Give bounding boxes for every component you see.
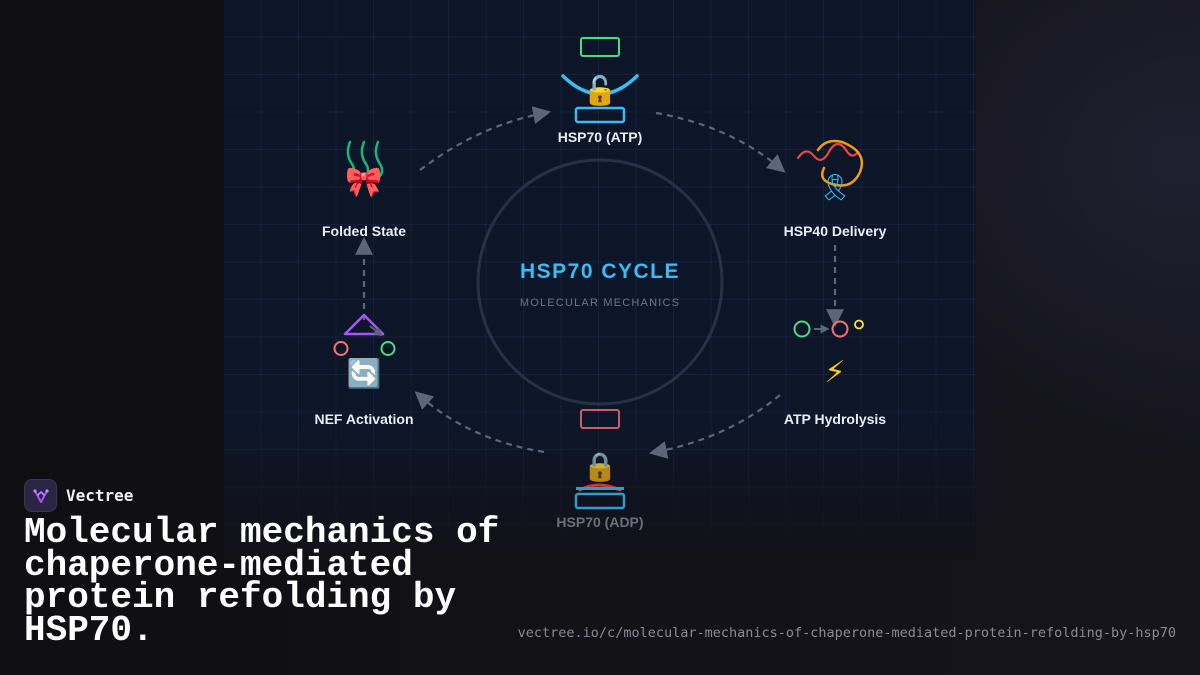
arrow-hsp70adp-to-nef [414, 391, 545, 454]
open-lock-icon: 🔓 [583, 74, 618, 107]
center-title: HSP70 CYCLE [520, 260, 680, 283]
nef-triangle-shape [343, 313, 385, 336]
ribbon-icon: 🎗 [818, 173, 851, 203]
arrow-hsp70atp-to-hsp40 [655, 111, 786, 173]
nef-exchange-arrow [369, 325, 383, 337]
node-label-hsp70-atp: HSP70 (ATP) [558, 129, 643, 145]
node-label-hsp70-adp: HSP70 (ADP) [556, 514, 643, 530]
released-adp-circle [333, 341, 349, 356]
node-label-nef-activation: NEF Activation [314, 411, 413, 427]
node-label-hsp40-delivery: HSP40 Delivery [784, 223, 887, 239]
node-hsp70-adp: 🔒 HSP70 (ADP) [556, 409, 644, 530]
node-nef-activation: 🔄 NEF Activation [314, 313, 414, 427]
adp-molecule-circle [831, 320, 849, 338]
lid-domain-shape [580, 37, 620, 57]
center-subtitle: MOLECULAR MECHANICS [520, 297, 680, 309]
adp-nucleotide-domain-shape [574, 492, 626, 510]
open-clamp-shape [561, 74, 639, 96]
phosphate-circle [854, 319, 864, 330]
folded-strand-right [374, 140, 384, 180]
hsp40-chain-orange [816, 139, 864, 187]
lightning-icon: ⚡ [824, 355, 845, 390]
center-ring [476, 158, 724, 406]
refresh-icon: 🔄 [347, 357, 382, 390]
closed-lid-shape [580, 409, 620, 429]
closed-lock-icon: 🔒 [583, 450, 618, 483]
brand: Vectree [24, 479, 133, 512]
cycle-arrows [355, 106, 844, 459]
unfolded-chain-red [796, 142, 860, 161]
nucleotide-domain-shape [574, 106, 626, 124]
node-hsp40-delivery: 🎗 HSP40 Delivery [784, 139, 887, 239]
node-hsp70-atp: 🔓 HSP70 (ATP) [558, 37, 643, 145]
folded-strand-middle [360, 140, 370, 180]
bow-icon: 🎀 [345, 165, 382, 200]
node-label-atp-hydrolysis: ATP Hydrolysis [784, 411, 886, 427]
source-url: vectree.io/c/molecular-mechanics-of-chap… [517, 625, 1176, 641]
arrow-folded-to-hsp70atp [419, 106, 552, 171]
brand-name: Vectree [66, 486, 134, 505]
node-folded-state: 🎀 Folded State [322, 140, 406, 239]
arrow-hydrolysis-to-hsp70adp [648, 394, 781, 459]
headline: Molecular mechanics of chaperone-mediate… [24, 512, 500, 651]
node-atp-hydrolysis: ⚡ ATP Hydrolysis [784, 319, 886, 427]
vectree-logo-icon [24, 479, 57, 512]
incoming-atp-circle [380, 341, 396, 356]
atp-molecule-circle [793, 320, 811, 338]
closed-clamp-bar [576, 487, 624, 490]
node-label-folded-state: Folded State [322, 223, 406, 239]
folded-strand-left [346, 140, 356, 180]
